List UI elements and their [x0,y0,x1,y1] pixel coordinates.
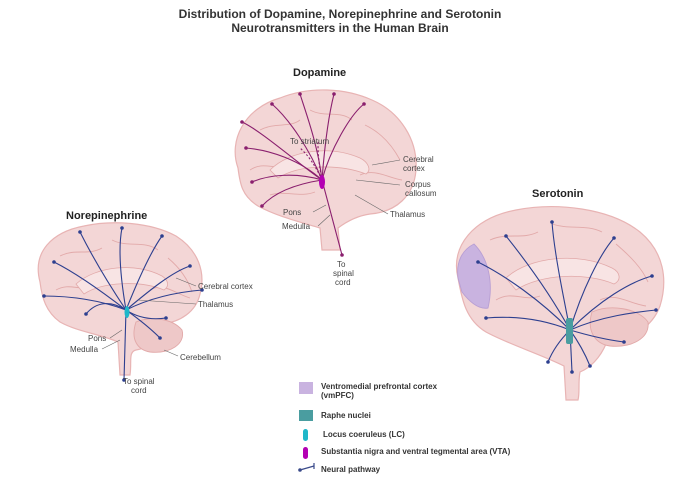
dopamine-brain [234,89,417,257]
norepinephrine-leader-lines [101,277,197,357]
dopamine-label-corpus-callosum-1: Corpus [405,180,431,189]
serotonin-pathways [477,221,657,373]
dopamine-label-medulla: Medulla [282,222,311,231]
norepinephrine-label-cerebral-cortex: Cerebral cortex [198,282,253,291]
dopamine-brain-outline [234,89,417,251]
legend-label-vmpfc-line2: (vmPFC) [321,391,354,400]
dopamine-leader-lines [312,159,401,227]
norepinephrine-pathways [43,227,203,381]
legend-label-neural-pathway: Neural pathway [321,465,381,474]
norepinephrine-label-to-spinal-cord-2: cord [131,386,147,395]
serotonin-brain [456,206,665,401]
dopamine-label-to-spinal-cord-2: spinal [333,269,354,278]
dopamine-brain-folds [249,109,403,196]
serotonin-raphe-marker [566,318,573,344]
serotonin-brain-folds [489,223,649,307]
dopamine-label-cerebral-cortex-2: cortex [403,164,425,173]
dopamine-label-pons: Pons [283,208,302,217]
legend-label-raphe: Raphe nuclei [321,411,371,420]
dopamine-label-cerebral-cortex-1: Cerebral [403,155,434,164]
legend-swatch-neural-pathway [298,463,315,472]
dopamine-label-corpus-callosum-2: callosum [405,189,437,198]
norepinephrine-label-cerebellum: Cerebellum [180,353,221,362]
norepinephrine-brain-folds [55,239,193,299]
legend-swatch-lc [303,429,308,441]
legend-label-vta: Substantia nigra and ventral tegmental a… [321,447,511,456]
dopamine-label-to-striatum: To striatum [290,137,330,146]
figure-title-line2: Neurotransmitters in the Human Brain [231,21,449,35]
serotonin-pathway-endpoints [476,220,658,374]
dopamine-label-thalamus: Thalamus [390,210,426,219]
legend-swatch-vmpfc [299,382,313,394]
dopamine-pathway-endpoints [240,92,366,257]
norepinephrine-label-pons: Pons [88,334,107,343]
dopamine-title: Dopamine [293,67,347,79]
dopamine-label-to-spinal-cord-3: cord [335,278,351,287]
dopamine-label-to-spinal-cord-1: To [337,260,346,269]
norepinephrine-label-medulla: Medulla [70,345,99,354]
norepinephrine-title: Norepinephrine [66,210,148,222]
figure-title-line1: Distribution of Dopamine, Norepinephrine… [178,7,502,21]
dopamine-vta-marker [319,175,325,189]
norepinephrine-label-to-spinal-cord-1: To spinal [123,377,155,386]
serotonin-title: Serotonin [532,188,584,200]
norepinephrine-label-thalamus: Thalamus [198,300,234,309]
legend-label-vmpfc: Ventromedial prefrontal cortex [321,382,438,391]
legend-swatch-vta [303,447,308,459]
dopamine-pathways [241,93,365,256]
norepinephrine-pathway-endpoints [42,226,204,382]
legend-swatch-raphe [299,410,313,421]
serotonin-corpus-callosum [505,257,620,291]
norepinephrine-lc-marker [124,306,130,318]
legend-label-lc: Locus coeruleus (LC) [323,430,405,439]
norepinephrine-cerebellum [133,318,184,353]
norepinephrine-brain [37,222,204,382]
serotonin-vmpfc-region [457,243,491,309]
legend-swatches [298,382,315,472]
